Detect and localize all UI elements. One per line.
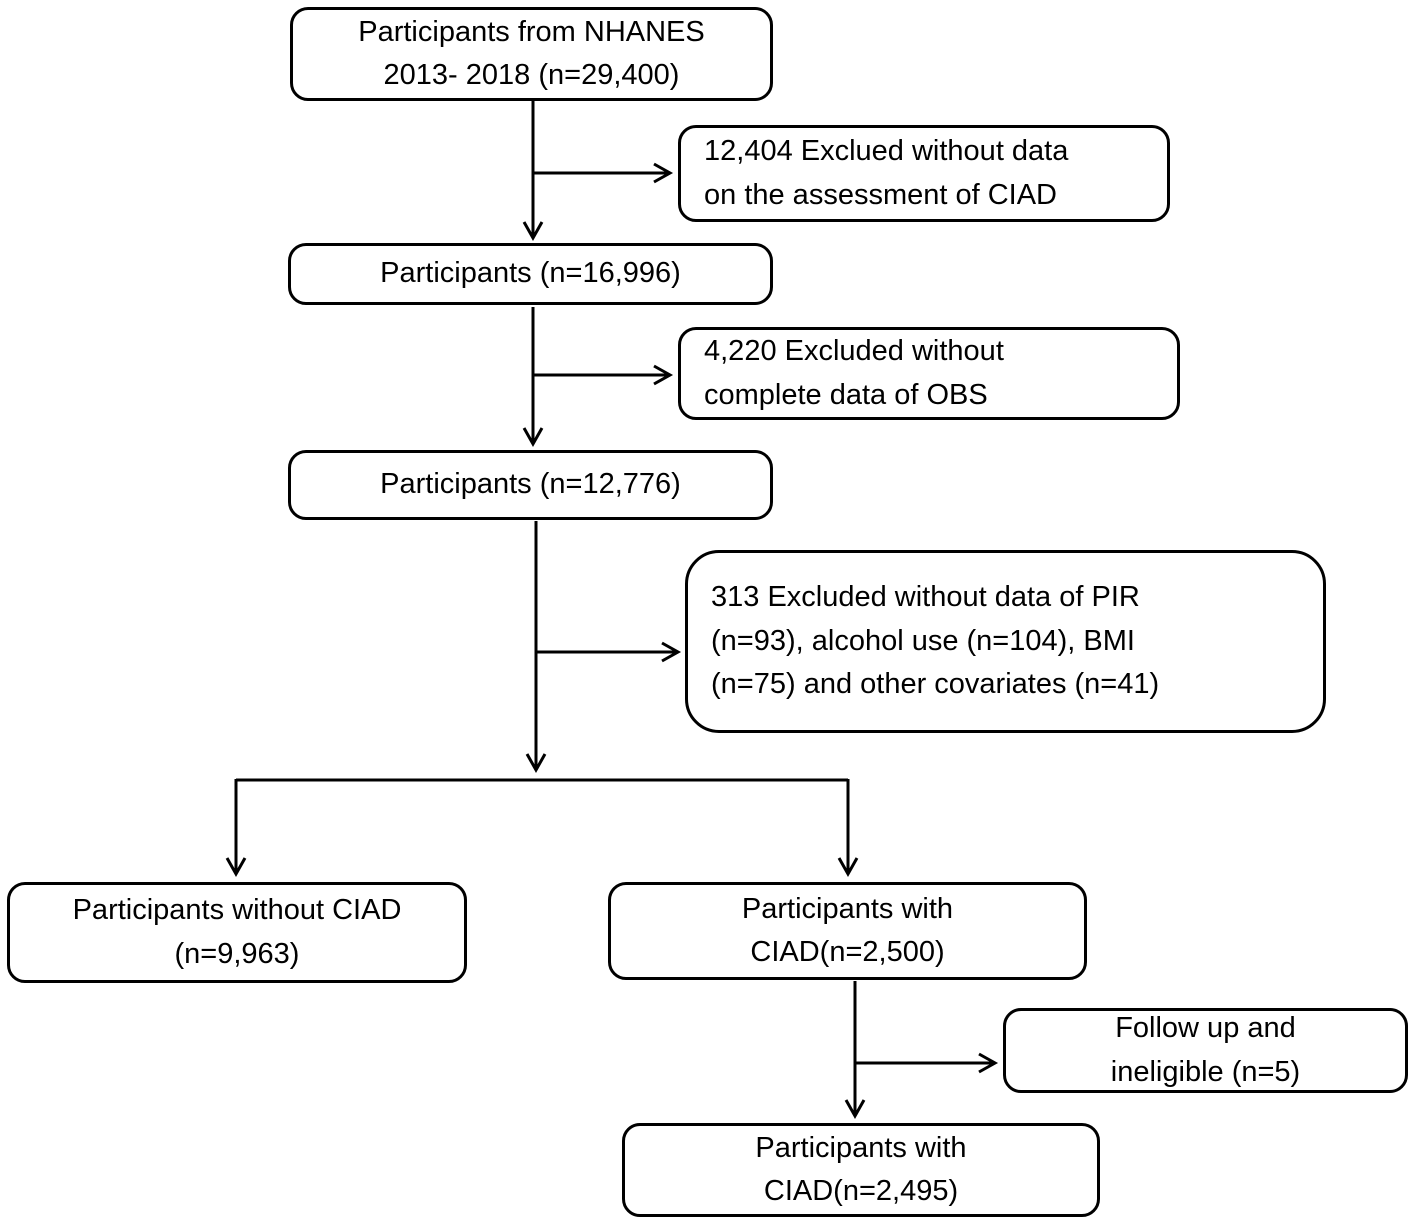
node-participants-16996: Participants (n=16,996) (288, 243, 773, 305)
node-excluded-covariates: 313 Excluded without data of PIR (n=93),… (685, 550, 1326, 733)
node-nhanes-participants: Participants from NHANES 2013- 2018 (n=2… (290, 7, 773, 101)
node-participants-12776: Participants (n=12,776) (288, 450, 773, 520)
node-participants-with-ciad-2500: Participants with CIAD(n=2,500) (608, 882, 1087, 980)
node-excluded-no-obs-data: 4,220 Excluded without complete data of … (678, 327, 1180, 420)
node-followup-ineligible: Follow up and ineligible (n=5) (1003, 1008, 1408, 1093)
node-excluded-no-ciad-data: 12,404 Exclued without data on the asses… (678, 125, 1170, 222)
node-participants-without-ciad: Participants without CIAD (n=9,963) (7, 882, 467, 983)
node-participants-with-ciad-2495: Participants with CIAD(n=2,495) (622, 1123, 1100, 1217)
